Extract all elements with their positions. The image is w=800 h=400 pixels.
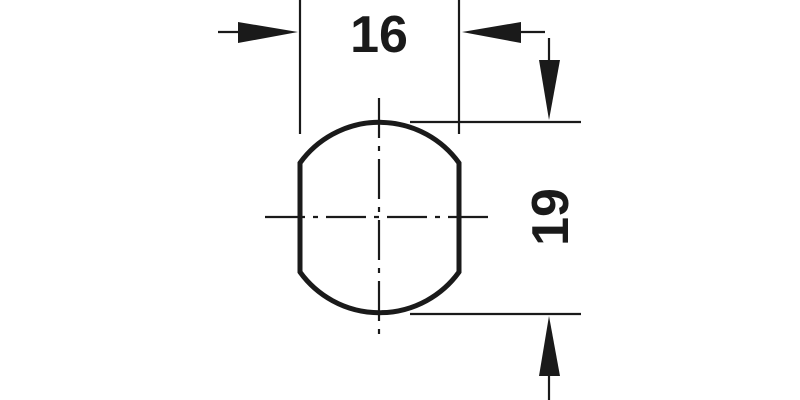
height-arrow-bottom-icon: [539, 316, 560, 400]
width-arrow-left-icon: [218, 22, 298, 43]
height-arrow-top-icon: [539, 38, 560, 120]
width-arrow-right-icon: [462, 22, 545, 43]
profile-outline: [297, 119, 462, 316]
width-dimension-label: 16: [350, 6, 408, 64]
height-dimension-label: 19: [522, 188, 580, 246]
